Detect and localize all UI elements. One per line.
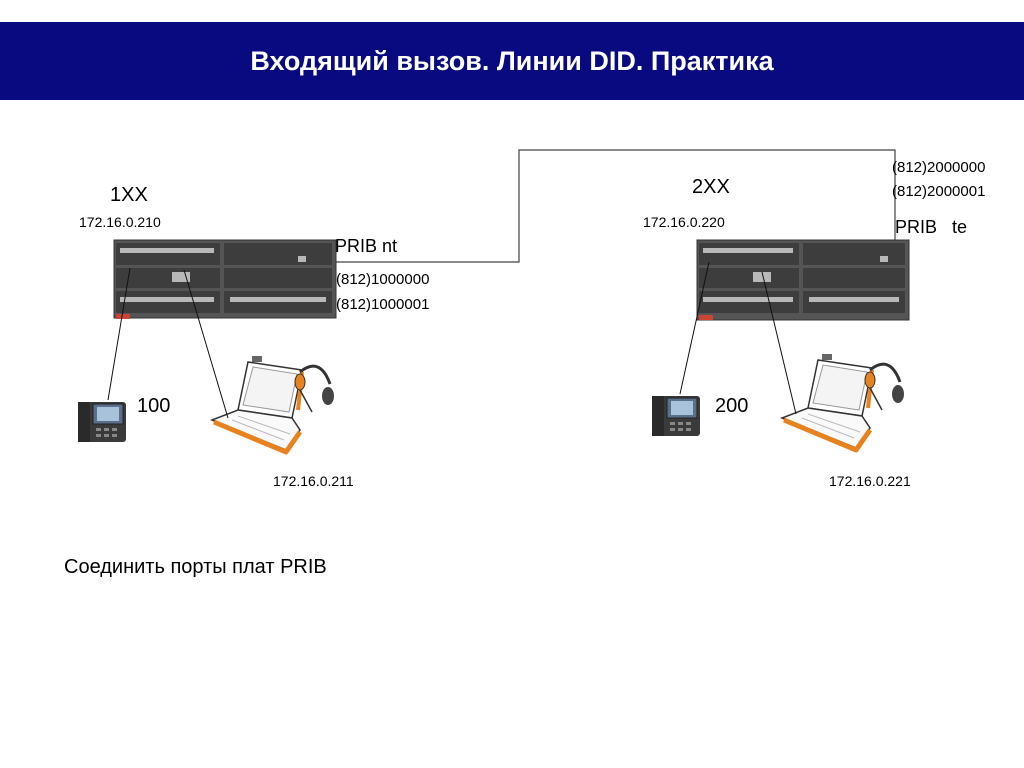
did-number-right-1: (812)2000000 — [892, 159, 986, 176]
phone-ext-left: 100 — [137, 395, 171, 417]
did-number-left-2: (812)1000001 — [336, 296, 430, 313]
phone-cable-right — [679, 261, 710, 395]
title-bar — [0, 22, 1024, 100]
pbx-ip-left: 172.16.0.210 — [79, 214, 161, 230]
prib-label-left: PRIB nt — [335, 236, 398, 256]
pbx-ip-right: 172.16.0.220 — [643, 214, 725, 230]
laptop-cable-right — [761, 271, 797, 415]
instruction-text: Соединить порты плат PRIB — [64, 556, 327, 578]
laptop-with-headset-right — [779, 354, 904, 453]
page-title: Входящий вызов. Линии DID. Практика — [250, 46, 774, 76]
laptop-with-headset-left — [209, 356, 334, 455]
phone-ext-right: 200 — [715, 395, 749, 417]
pbx-chassis-1xx — [113, 239, 337, 319]
pc-ip-left: 172.16.0.211 — [273, 473, 354, 489]
did-number-right-2: (812)2000001 — [892, 183, 986, 200]
ip-phone-100 — [78, 402, 126, 442]
ip-phone-200 — [652, 396, 700, 436]
did-number-left-1: (812)1000000 — [336, 271, 430, 288]
pc-ip-right: 172.16.0.221 — [829, 473, 911, 489]
phone-cable-left — [107, 267, 131, 401]
prib-label-right: PRIB te — [895, 217, 968, 237]
laptop-cable-left — [183, 269, 229, 419]
pbx-name-right: 2XX — [692, 176, 730, 198]
pbx-name-left: 1XX — [110, 184, 148, 206]
pbx-chassis-2xx — [696, 239, 910, 321]
